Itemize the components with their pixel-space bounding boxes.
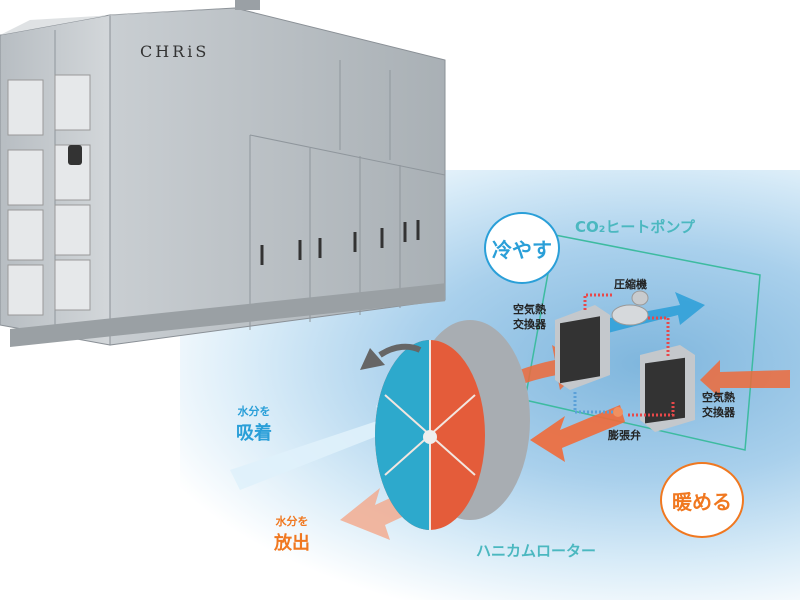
- compressor: [611, 290, 649, 326]
- left-heat-exchanger: [555, 305, 610, 390]
- right-heat-exchanger-label-line2: 交換器: [702, 406, 735, 419]
- airflow-arrow-adsorb: [230, 405, 405, 490]
- release-label-line1: 水分を: [275, 515, 309, 528]
- right-heat-exchanger-label: 空気熱 交換器: [702, 390, 735, 420]
- expansion-valve: [613, 407, 623, 417]
- cool-bubble: 冷やす: [484, 212, 560, 284]
- warm-bubble: 暖める: [660, 462, 744, 538]
- release-label: 水分を 放出: [274, 513, 310, 555]
- adsorb-label: 水分を 吸着: [236, 403, 272, 445]
- heat-pump-frame: [524, 234, 761, 451]
- adsorb-label-line1: 水分を: [237, 405, 271, 418]
- expansion-valve-label: 膨張弁: [608, 429, 641, 442]
- honeycomb-rotor: [360, 320, 530, 530]
- left-heat-exchanger-label-line2: 交換器: [513, 318, 546, 331]
- heat-pump-title: CO₂ヒートポンプ: [575, 218, 695, 236]
- rotor-label: ハニカムローター: [476, 542, 597, 560]
- right-heat-exchanger: [640, 345, 695, 432]
- right-heat-exchanger-label-line1: 空気熱: [702, 391, 735, 404]
- product-logo: CHRiS: [140, 42, 210, 61]
- compressor-label: 圧縮機: [614, 278, 647, 291]
- left-heat-exchanger-label: 空気熱 交換器: [513, 302, 546, 332]
- dehumidifier-unit-image: [0, 0, 446, 347]
- release-label-line2: 放出: [274, 533, 310, 554]
- left-heat-exchanger-label-line1: 空気熱: [513, 303, 546, 316]
- adsorb-label-line2: 吸着: [236, 423, 272, 444]
- airflow-arrow-orange-out: [530, 405, 625, 462]
- airflow-arrow-orange-in-right: [700, 360, 790, 398]
